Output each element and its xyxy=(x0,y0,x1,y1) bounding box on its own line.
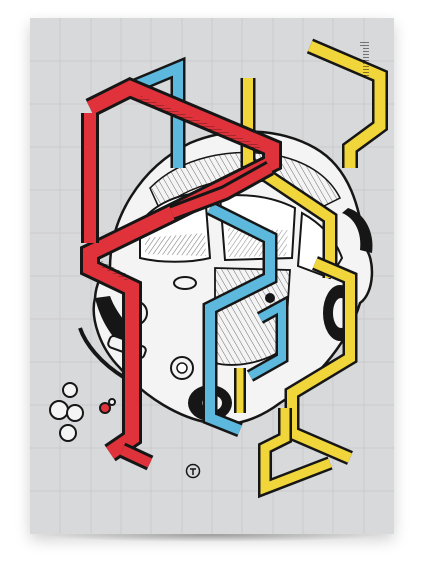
artist-signature-icon xyxy=(185,463,201,479)
exhaust-smoke xyxy=(49,382,116,442)
yellow-line xyxy=(234,38,388,499)
jigsaw-puzzle xyxy=(30,18,394,534)
blue-line xyxy=(127,56,289,437)
red-line xyxy=(80,76,282,471)
puzzle-artwork xyxy=(30,18,394,534)
